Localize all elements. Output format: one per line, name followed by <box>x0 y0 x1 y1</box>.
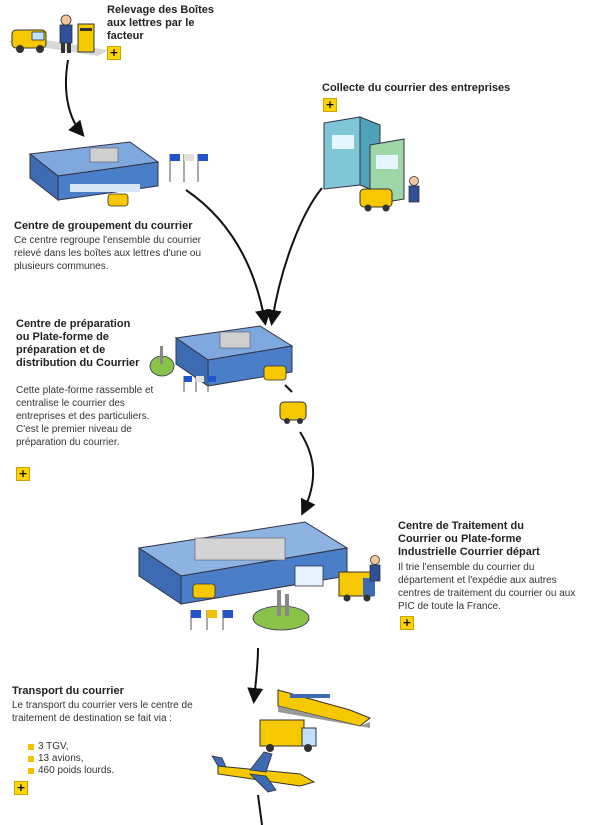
groupement-desc: Ce centre regroupe l'ensemble du courrie… <box>14 235 202 272</box>
post-van-icon <box>11 29 47 53</box>
collecte-title: Collecte du courrier des entreprises <box>322 82 511 94</box>
airplane-icon <box>211 751 316 793</box>
postman-icon <box>369 555 381 582</box>
flag-icon <box>183 376 216 392</box>
flag-icon <box>169 154 208 182</box>
post-van-icon <box>359 188 393 212</box>
arrow-collecte-to-preparation <box>265 187 323 326</box>
traitement-desc: Il trie l'ensemble du courrier du départ… <box>398 562 576 612</box>
tgv-train-icon <box>277 689 371 728</box>
traitement-more-button[interactable]: + <box>400 616 414 630</box>
list-item: 13 avions, <box>26 753 206 765</box>
traitement-title: Centre de Traitement du Courrier ou Plat… <box>398 520 540 558</box>
preparation-illustration <box>149 325 307 424</box>
postman-icon <box>408 176 420 203</box>
flag-icon <box>190 610 233 630</box>
truck-icon <box>338 571 375 602</box>
traitement-illustration <box>137 521 381 631</box>
building-icon <box>174 325 294 387</box>
releve-title: Relevage des Boîtes aux lettres par le f… <box>107 4 214 42</box>
releve-illustration <box>8 14 108 56</box>
transport-title: Transport du courrier <box>12 685 124 697</box>
transport-illustration <box>211 689 371 793</box>
building-icon <box>28 141 160 202</box>
arrow-groupement-to-preparation <box>185 189 271 326</box>
arrow-traitement-to-transport <box>247 647 264 704</box>
post-van-icon <box>263 365 287 381</box>
tree-icon <box>149 346 175 377</box>
transport-modes-list: 3 TGV, 13 avions, 460 poids lourds. <box>26 741 206 777</box>
collecte-illustration <box>323 116 420 212</box>
list-item: 3 TGV, <box>26 741 206 753</box>
post-van-icon <box>107 193 129 207</box>
postman-icon <box>59 14 73 53</box>
arrow-preparation-to-traitement <box>299 431 316 516</box>
post-van-icon <box>192 583 216 599</box>
collecte-more-button[interactable]: + <box>323 98 337 112</box>
preparation-more-button[interactable]: + <box>16 467 30 481</box>
releve-more-button[interactable]: + <box>107 46 121 60</box>
mailbox-icon <box>77 23 95 53</box>
transport-more-button[interactable]: + <box>14 781 28 795</box>
truck-icon <box>259 719 317 752</box>
groupement-illustration <box>28 141 208 207</box>
preparation-title: Centre de préparation ou Plate-forme de … <box>16 318 140 369</box>
arrow-transport-continue <box>257 794 263 825</box>
preparation-desc: Cette plate-forme rassemble et centralis… <box>16 385 154 448</box>
arrow-releve-to-groupement <box>64 59 85 138</box>
list-item: 460 poids lourds. <box>26 765 206 777</box>
building-icon <box>137 521 349 605</box>
tree-icon <box>252 590 310 631</box>
post-van-icon <box>279 401 307 424</box>
transport-desc: Le transport du courrier vers le centre … <box>12 700 193 724</box>
groupement-title: Centre de groupement du courrier <box>14 220 193 232</box>
